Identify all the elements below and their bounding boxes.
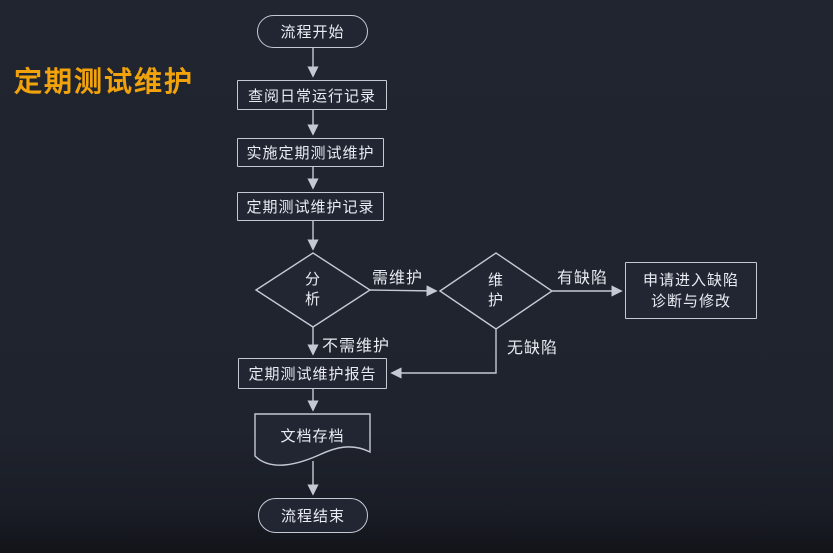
node-defect-diagnosis-request: 申请进入缺陷 诊断与修改 xyxy=(625,262,757,319)
node-review-records-label: 查阅日常运行记录 xyxy=(247,87,376,105)
node-maintain-label: 维 护 xyxy=(476,264,516,318)
node-implement-maintenance: 实施定期测试维护 xyxy=(237,138,384,167)
edge-label-no-maintenance: 不需维护 xyxy=(322,338,391,355)
document-shape-archive xyxy=(254,413,371,466)
node-maintenance-record-label: 定期测试维护记录 xyxy=(246,199,375,216)
edge-analysis-to-maintain xyxy=(369,285,438,297)
node-defect-diagnosis-request-line1: 申请进入缺陷 xyxy=(642,271,739,289)
node-archive-label: 文档存档 xyxy=(255,420,370,454)
node-archive-label-text: 文档存档 xyxy=(280,428,345,445)
node-maintain-label-line1: 维 xyxy=(487,272,504,289)
edge-label-needs-maintenance: 需维护 xyxy=(372,270,424,287)
edge-label-has-defect: 有缺陷 xyxy=(557,270,609,287)
decision-diamond-analysis xyxy=(254,252,372,328)
node-analysis-label: 分 析 xyxy=(293,263,333,317)
node-implement-maintenance-label: 实施定期测试维护 xyxy=(246,145,375,162)
node-end-label: 流程结束 xyxy=(280,508,345,525)
node-maintain-label-line2: 护 xyxy=(487,292,504,309)
edge-label-no-defect: 无缺陷 xyxy=(507,340,559,357)
node-defect-diagnosis-request-line2: 诊断与修改 xyxy=(650,292,731,310)
node-end: 流程结束 xyxy=(258,498,368,533)
edge-maintain-to-report xyxy=(390,329,497,379)
node-start-label: 流程开始 xyxy=(280,24,345,41)
node-analysis-label-line1: 分 xyxy=(304,271,321,288)
node-maintenance-report: 定期测试维护报告 xyxy=(238,358,387,389)
node-start: 流程开始 xyxy=(257,15,368,48)
node-review-records: 查阅日常运行记录 xyxy=(237,80,387,110)
node-maintenance-record: 定期测试维护记录 xyxy=(237,192,384,221)
diagram-title: 定期测试维护 xyxy=(14,66,195,97)
decision-diamond-maintain xyxy=(438,252,554,330)
node-analysis-label-line2: 析 xyxy=(304,291,321,308)
node-maintenance-report-label: 定期测试维护报告 xyxy=(248,366,377,383)
